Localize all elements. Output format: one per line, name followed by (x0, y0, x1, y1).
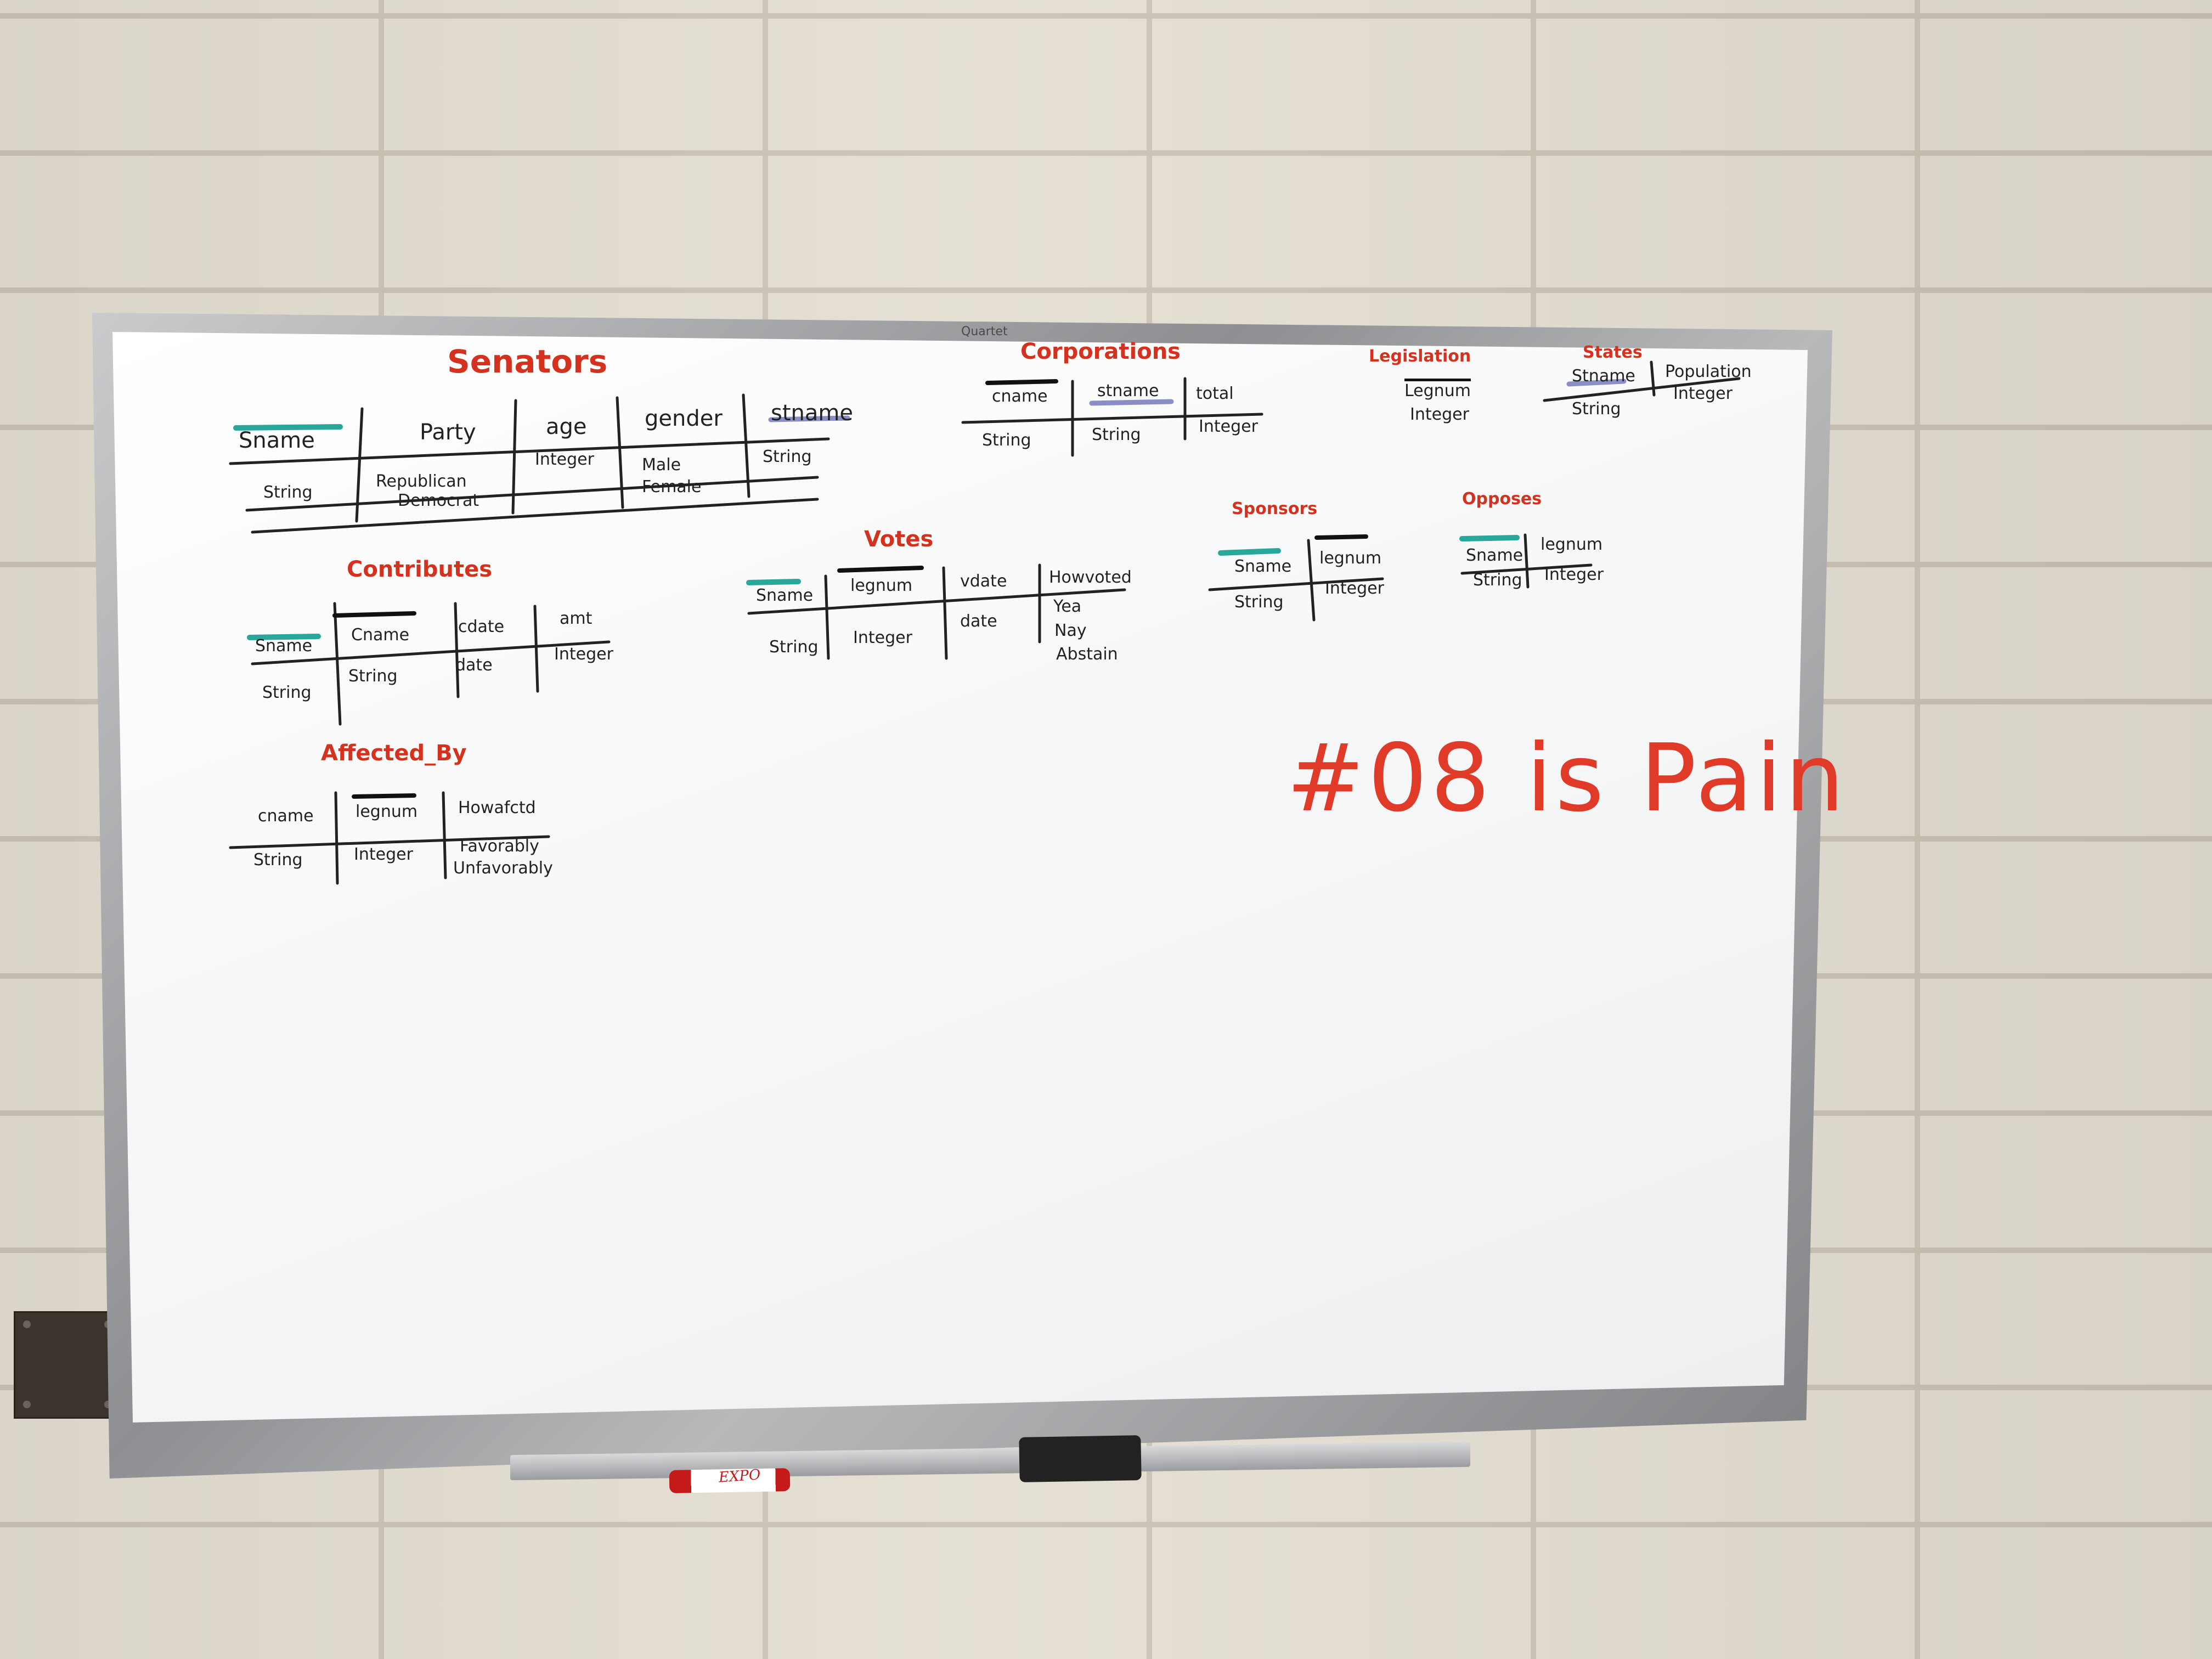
column-header: Sname (1466, 546, 1523, 565)
type-cell: String (263, 483, 313, 502)
board-brand: Quartet (961, 325, 1008, 338)
column-header: Sname (255, 636, 313, 656)
type-cell: Integer (853, 628, 912, 647)
whiteboard-surface (112, 332, 1808, 1423)
column-header: Howvoted (1049, 568, 1132, 587)
type-cell: String (262, 683, 312, 702)
table-title-legislation: Legislation (1369, 347, 1471, 366)
type-cell: Yea (1053, 597, 1082, 616)
type-cell: String (769, 637, 819, 657)
marker-brand: EXPO (718, 1466, 761, 1486)
type-cell: String (1572, 399, 1621, 419)
screw-icon (23, 1401, 31, 1408)
column-header: legnum (1319, 549, 1382, 568)
column-header: vdate (960, 572, 1007, 591)
column-header: Sname (239, 428, 315, 453)
table-title-contributes: Contributes (347, 557, 493, 582)
type-cell: Democrat (398, 491, 479, 510)
column-header: cname (258, 806, 314, 826)
type-cell: Integer (1325, 579, 1384, 598)
table-title-opposes: Opposes (1462, 489, 1542, 509)
column-header: Stname (1572, 366, 1635, 386)
type-cell: Integer (1199, 417, 1258, 436)
column-header: legnum (1541, 535, 1603, 554)
table-title-corporations: Corporations (1020, 339, 1181, 364)
type-cell: date (960, 612, 997, 631)
type-cell: String (1473, 571, 1522, 590)
column-header: cdate (458, 617, 505, 636)
type-cell: Integer (1673, 384, 1733, 403)
column-header: Howafctd (458, 798, 536, 817)
wall-plate (14, 1311, 124, 1419)
type-cell: Republican (376, 472, 467, 491)
type-cell: String (1092, 425, 1141, 444)
type-cell: date (455, 656, 493, 675)
column-header: Sname (756, 586, 814, 605)
type-cell: Nay (1054, 621, 1087, 640)
type-cell: Integer (1410, 405, 1469, 424)
column-header: stname (771, 400, 853, 426)
type-cell: Integer (354, 845, 413, 864)
type-cell: Female (642, 477, 702, 496)
column-header: cname (992, 387, 1048, 406)
table-title-states: States (1583, 343, 1643, 362)
eraser[interactable] (1019, 1435, 1142, 1482)
column-header: amt (560, 609, 592, 628)
type-cell: Integer (554, 645, 613, 664)
type-cell: String (1234, 592, 1284, 612)
type-cell: Integer (1544, 565, 1604, 584)
type-cell: Favorably (460, 837, 539, 856)
column-header: Cname (351, 625, 410, 645)
table-title-votes: Votes (864, 527, 934, 552)
type-cell: Integer (535, 450, 594, 469)
board-note: #08 is Pain (1286, 724, 1848, 833)
type-cell: Male (642, 455, 681, 475)
table-title-sponsors: Sponsors (1232, 499, 1318, 518)
type-cell: String (348, 667, 398, 686)
column-header: age (546, 414, 587, 439)
column-header: legnum (356, 802, 418, 821)
type-cell: String (253, 850, 303, 870)
column-header: Legnum (1404, 379, 1471, 400)
screw-icon (23, 1321, 31, 1328)
table-title-affected-by: Affected_By (321, 741, 467, 766)
column-header: Party (420, 420, 476, 445)
type-cell: Abstain (1056, 645, 1118, 664)
column-header: gender (645, 406, 723, 431)
column-header: total (1196, 384, 1234, 403)
type-cell: Unfavorably (453, 859, 553, 878)
table-title-senators: Senators (447, 343, 608, 380)
column-header: stname (1097, 381, 1159, 400)
column-header: legnum (850, 576, 913, 595)
type-cell: String (982, 431, 1031, 450)
type-cell: String (763, 447, 812, 466)
column-header: Population (1665, 362, 1752, 381)
column-header: Sname (1234, 557, 1292, 576)
